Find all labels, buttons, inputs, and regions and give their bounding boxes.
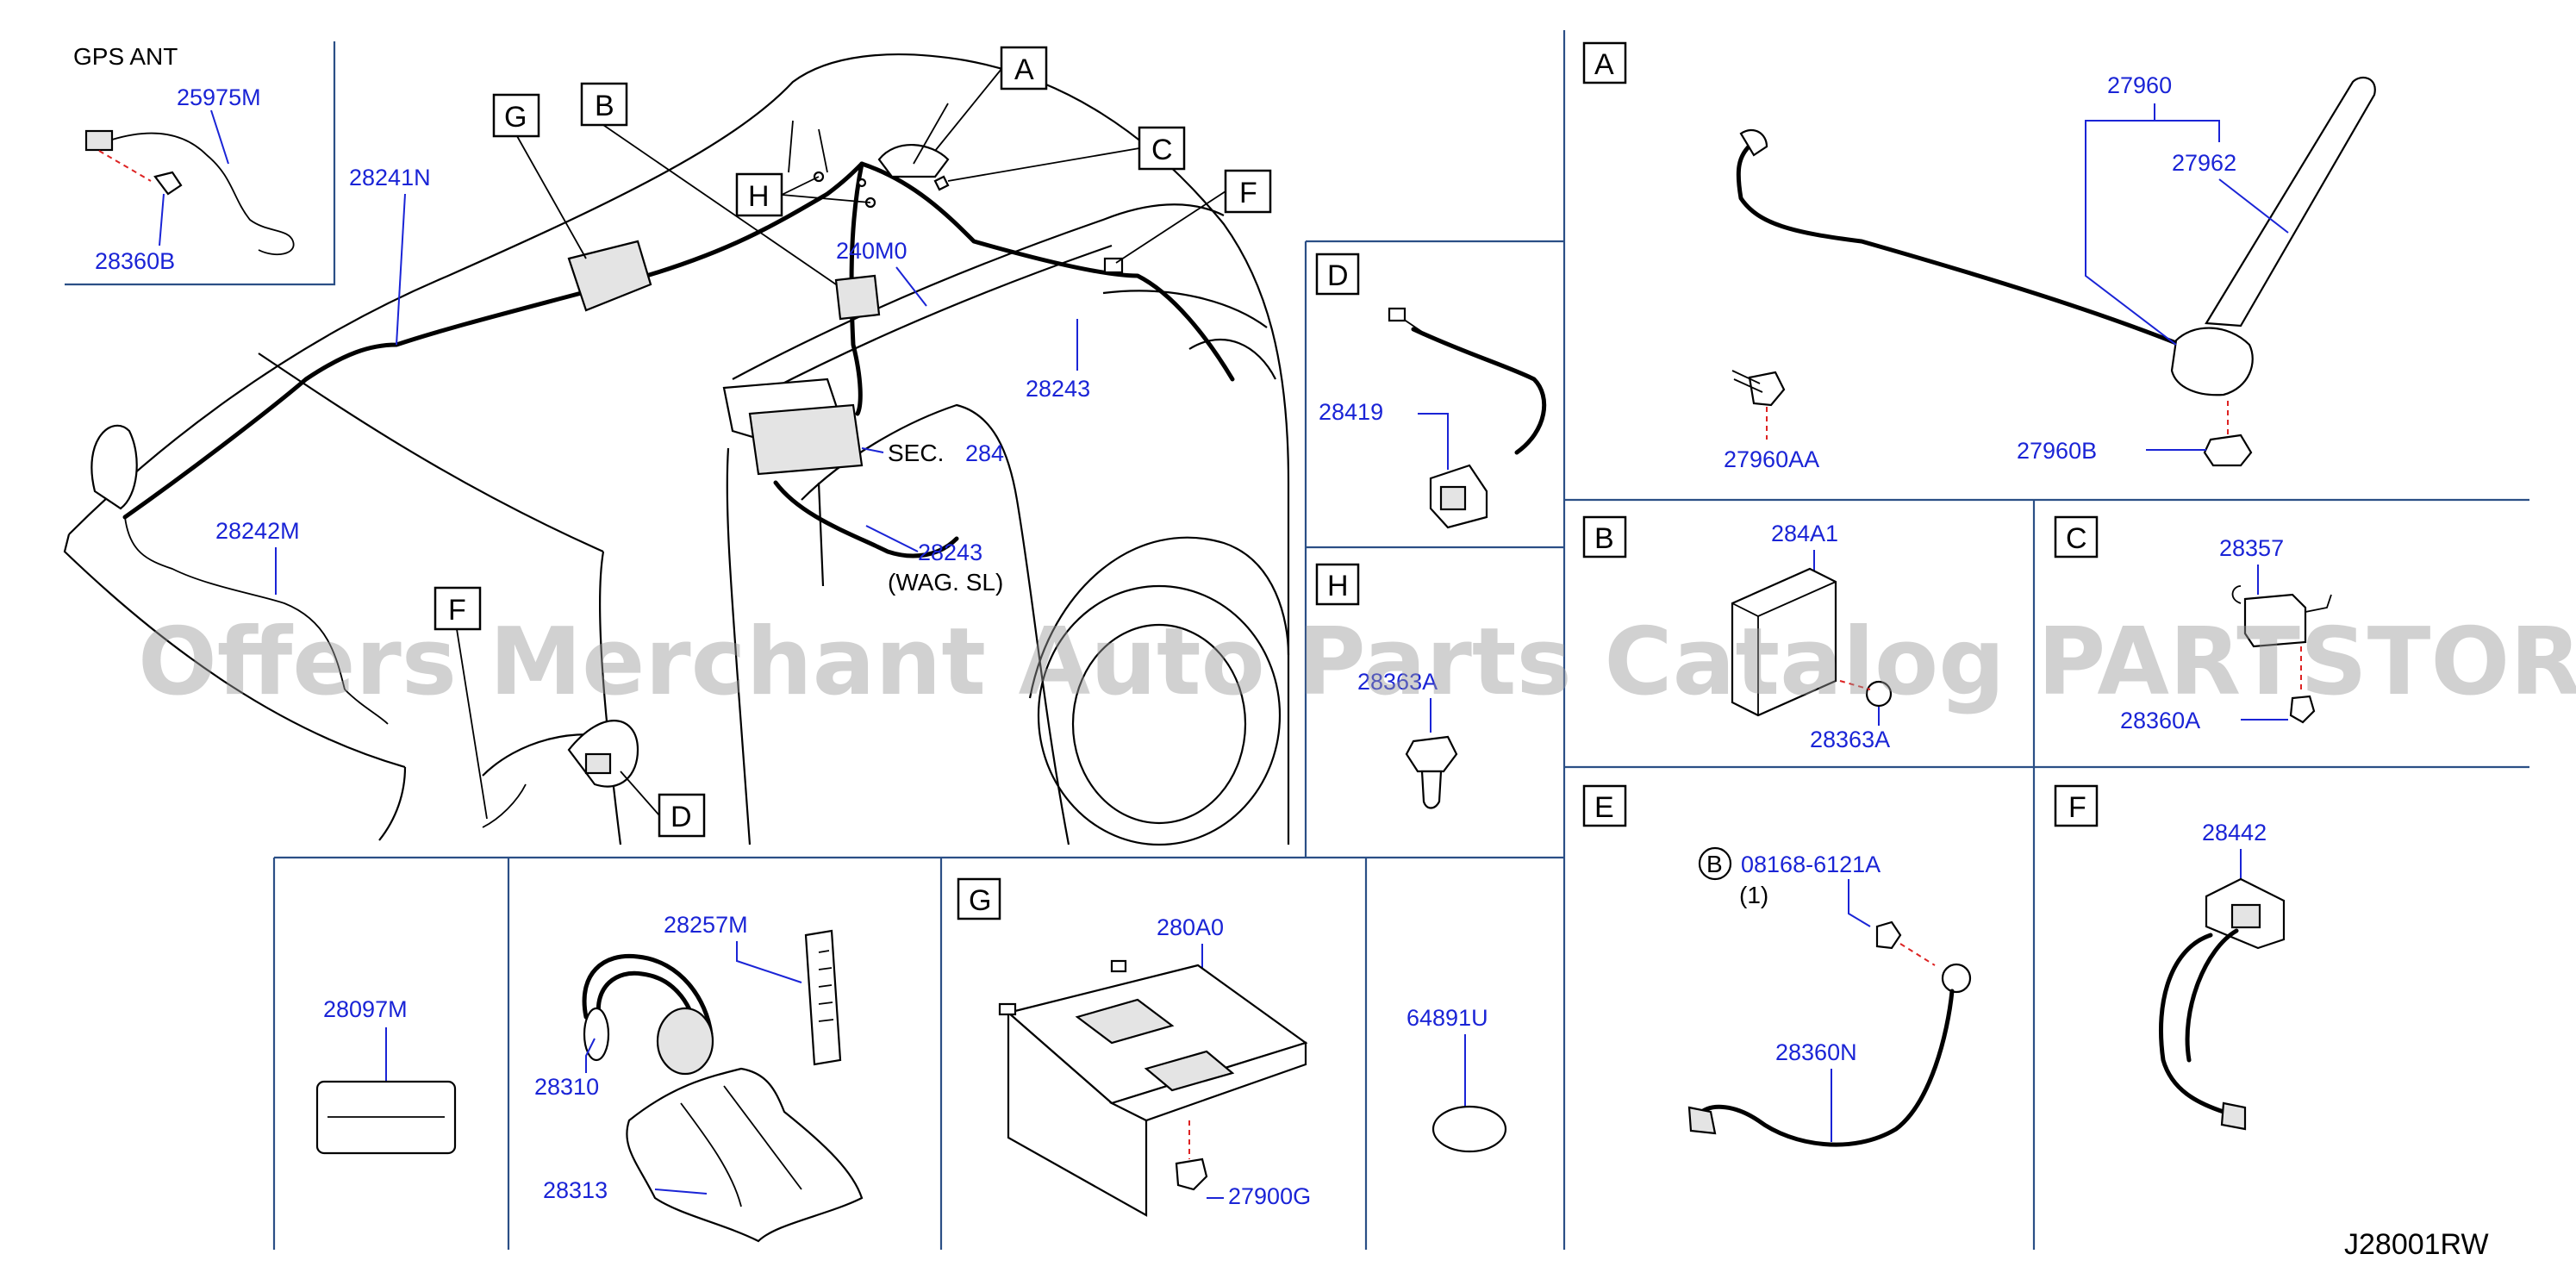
panel-B-letter: B bbox=[1594, 522, 1614, 555]
panel-G-letter: G bbox=[969, 884, 991, 917]
callout-G-main: G bbox=[504, 101, 527, 134]
part-28360A-label: 28360A bbox=[2120, 708, 2200, 733]
wire-harness bbox=[122, 120, 1235, 828]
callout-A-main: A bbox=[1014, 53, 1034, 86]
part-28257M-label: 28257M bbox=[664, 912, 748, 938]
part-28313-label: 28313 bbox=[543, 1177, 608, 1203]
part-28097M-label: 28097M bbox=[323, 996, 408, 1022]
diagram-code: J28001RW bbox=[2344, 1228, 2489, 1261]
part-28442-label: 28442 bbox=[2202, 820, 2267, 845]
part-280A0-label: 280A0 bbox=[1157, 914, 1224, 940]
part-25975M-label: 25975M bbox=[177, 84, 261, 110]
callout-B-main: B bbox=[595, 90, 614, 122]
panel-F-letter: F bbox=[2068, 791, 2086, 824]
panel-C-letter: C bbox=[2066, 522, 2087, 555]
panel-E-letter: E bbox=[1594, 791, 1614, 824]
panel-B: B 284A1 28363A bbox=[1582, 515, 1893, 752]
part-28357-label: 28357 bbox=[2219, 535, 2284, 561]
qty-label: (1) bbox=[1739, 882, 1768, 908]
watermark: Offers Merchant Auto Parts Catalog PARTS… bbox=[138, 608, 2576, 716]
callout-F-main-left: F bbox=[448, 594, 466, 627]
panel-64891U: 64891U bbox=[1407, 1005, 1507, 1153]
sec-ref: 284 bbox=[965, 440, 1004, 466]
panel-F: F 28442 bbox=[2054, 784, 2286, 1131]
part-240M0-label: 240M0 bbox=[836, 238, 908, 264]
panel-28097M: 28097M bbox=[315, 996, 457, 1155]
panel-H-letter: H bbox=[1327, 570, 1349, 602]
panel-C: C 28357 28360A bbox=[2054, 515, 2332, 733]
panel-H: H 28363A bbox=[1315, 563, 1458, 809]
vehicle-overview bbox=[63, 53, 1290, 846]
panel-G: G 280A0 27900G bbox=[957, 877, 1311, 1217]
part-28310-label: 28310 bbox=[534, 1074, 599, 1100]
part-28243-label-top: 28243 bbox=[1026, 376, 1090, 402]
part-28363A-H-label: 28363A bbox=[1357, 669, 1438, 695]
gps-label: GPS ANT bbox=[73, 43, 178, 70]
panel-D-letter: D bbox=[1327, 259, 1349, 292]
sec-label: SEC. bbox=[888, 440, 944, 466]
panel-D: D 28419 bbox=[1315, 253, 1547, 529]
part-28241N-label: 28241N bbox=[349, 165, 431, 190]
part-64891U-label: 64891U bbox=[1407, 1005, 1488, 1031]
gps-antenna-inset: GPS ANT 25975M 28360B bbox=[73, 43, 295, 274]
part-28363A-label: 28363A bbox=[1810, 727, 1890, 752]
callout-C-main: C bbox=[1151, 134, 1173, 166]
main-callouts: A B C D F F G H bbox=[433, 46, 1272, 838]
bolt-circle-letter: B bbox=[1706, 851, 1723, 877]
panel-headphones: 28257M 28310 28313 bbox=[534, 912, 864, 1243]
part-28360N-label: 28360N bbox=[1775, 1039, 1857, 1065]
main-labels: 28241N 240M0 28243 SEC. 284 28243 (WAG. … bbox=[215, 165, 1090, 596]
panel-A: A 27960 27962 27960AA 27960B bbox=[1582, 41, 2376, 472]
wag-label: (WAG. SL) bbox=[888, 569, 1003, 596]
part-28243-label-bottom: 28243 bbox=[918, 540, 982, 565]
part-284A1-label: 284A1 bbox=[1771, 521, 1838, 546]
vehicle-modules bbox=[567, 103, 1124, 476]
panel-grid bbox=[65, 30, 2529, 1250]
callout-D-main: D bbox=[671, 801, 692, 833]
part-27900G-label: 27900G bbox=[1228, 1183, 1311, 1209]
panel-E: E B 08168-6121A (1) 28360N bbox=[1582, 784, 1972, 1147]
callout-F-main-top: F bbox=[1239, 177, 1257, 209]
part-27960-label: 27960 bbox=[2107, 72, 2172, 98]
part-27960B-label: 27960B bbox=[2017, 438, 2097, 464]
part-28419-label: 28419 bbox=[1319, 399, 1383, 425]
part-27962-label: 27962 bbox=[2172, 150, 2236, 176]
part-28242M-label: 28242M bbox=[215, 518, 300, 544]
callout-H-main: H bbox=[748, 180, 770, 213]
panel-A-letter: A bbox=[1594, 48, 1614, 81]
part-28360B-label: 28360B bbox=[95, 248, 175, 274]
part-08168-label: 08168-6121A bbox=[1741, 852, 1881, 877]
part-27960AA-label: 27960AA bbox=[1724, 446, 1819, 472]
